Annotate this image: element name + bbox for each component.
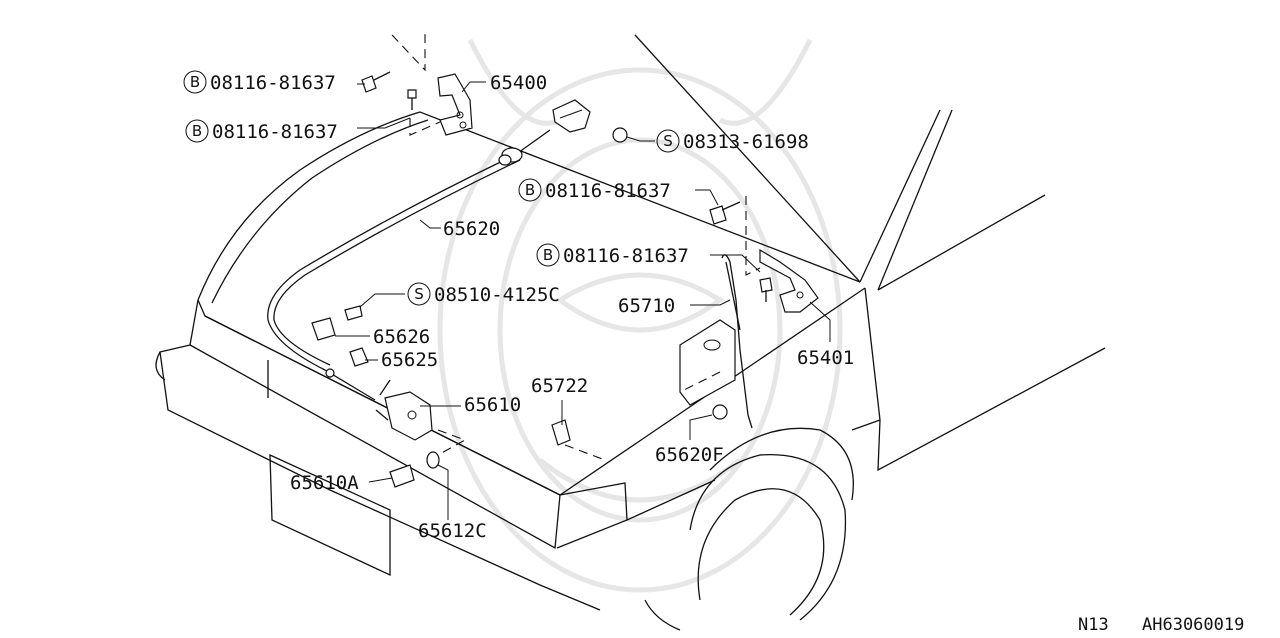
part-labels: 65400 B 08116-81637 B 08116-81637 S 0831… [183, 70, 854, 542]
label-65626: 65626 [373, 326, 430, 348]
label-65610A: 65610A [290, 472, 359, 494]
bolt-badge-icon: B [525, 181, 535, 199]
cable-bracket-upper [552, 99, 591, 133]
label-65620F: 65620F [655, 444, 724, 466]
label-65620: 65620 [443, 218, 500, 240]
leader-lines [335, 81, 831, 520]
watermark-emblem [437, 38, 843, 593]
label-b1: 08116-81637 [210, 72, 336, 94]
stay-holder [679, 319, 736, 406]
footer-codes: N13 AH63060019 [1078, 615, 1244, 635]
label-65400: 65400 [490, 72, 547, 94]
label-s1: 08313-61698 [683, 131, 809, 153]
callout-s1: S 08313-61698 [656, 129, 809, 153]
callout-b2: B 08116-81637 [185, 119, 338, 143]
screw-badge-icon: S [414, 285, 424, 303]
bolt-badge-icon: B [192, 122, 202, 140]
hood-hinge-right [759, 248, 819, 313]
release-cable [267, 129, 551, 401]
label-65612C: 65612C [418, 520, 487, 542]
label-s2: 08510-4125C [434, 284, 560, 306]
dashed-guide-lines [391, 32, 761, 461]
label-65722: 65722 [531, 375, 588, 397]
bolt-icons [344, 71, 773, 488]
hood-lock [375, 379, 433, 441]
label-b3: 08116-81637 [545, 180, 671, 202]
small-clips [311, 317, 571, 446]
label-b4: 08116-81637 [563, 245, 689, 267]
diagram-code: AH63060019 [1142, 615, 1244, 635]
callout-b1: B 08116-81637 [183, 70, 336, 94]
bolt-badge-icon: B [190, 73, 200, 91]
car-body-outline [155, 34, 1106, 631]
label-65610: 65610 [464, 394, 521, 416]
callout-b3: B 08116-81637 [518, 178, 671, 202]
label-65625: 65625 [381, 349, 438, 371]
bolt-badge-icon: B [543, 246, 553, 264]
label-65710: 65710 [618, 295, 675, 317]
hood-stay-rod [721, 254, 753, 429]
screw-badge-icon: S [663, 132, 673, 150]
label-b2: 08116-81637 [212, 121, 338, 143]
callout-s2: S 08510-4125C [407, 282, 560, 306]
callout-b4: B 08116-81637 [536, 243, 689, 267]
hood-hinge-left [437, 73, 473, 136]
section-code: N13 [1078, 615, 1109, 635]
label-65401: 65401 [797, 347, 854, 369]
